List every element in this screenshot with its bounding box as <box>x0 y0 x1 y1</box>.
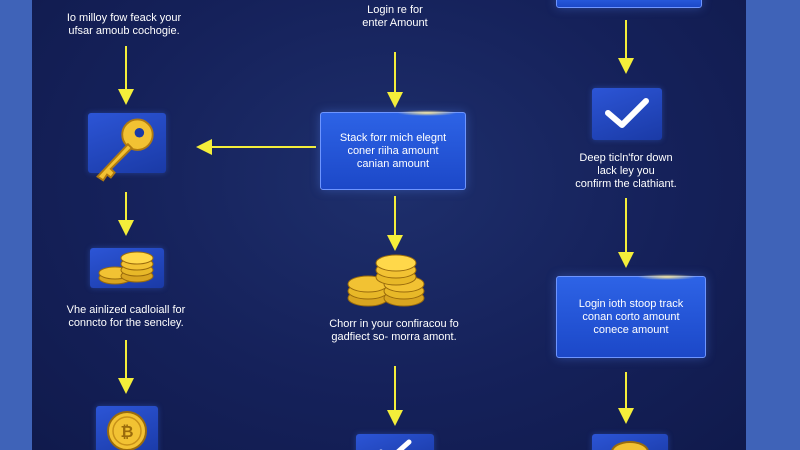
coin-stack-icon <box>98 251 154 285</box>
top-right-partial-box <box>556 0 702 8</box>
coin-icon <box>611 441 649 450</box>
center-top-label: Login re for enter Amount <box>362 4 428 29</box>
left-mid-label: Vhe ainlized cadloiall for conncto for t… <box>66 304 186 329</box>
checkmark-tile-bottom <box>356 434 434 450</box>
bitcoin-coin-tile: ₿ <box>96 406 158 450</box>
center-step-box: Stack forr mich elegnt coner riiha amoun… <box>320 110 466 190</box>
right-mid-label: Deep ticln'for down lack ley you confirm… <box>575 152 677 190</box>
coin-tile-bottom <box>592 434 668 450</box>
svg-text:₿: ₿ <box>120 422 133 441</box>
right-step-box: Login ioth stoop track conan corto amoun… <box>556 274 706 358</box>
bitcoin-coin-icon: ₿ <box>107 411 147 450</box>
flow-arrows <box>118 20 634 426</box>
key-icon <box>96 118 154 182</box>
checkmark-icon <box>379 439 412 450</box>
flowchart-canvas: Io milloy fow feack your ufsar amoub coc… <box>32 0 746 450</box>
checkmark-tile <box>592 88 662 140</box>
center-mid-label: Chorr in your confiracou fo gadfiect so-… <box>329 318 459 343</box>
coin-stack-icon <box>347 254 425 307</box>
key-tile <box>88 113 166 182</box>
checkmark-icon <box>605 98 649 128</box>
coin-stack-tile <box>90 248 164 288</box>
left-top-label: Io milloy fow feack your ufsar amoub coc… <box>66 12 182 37</box>
